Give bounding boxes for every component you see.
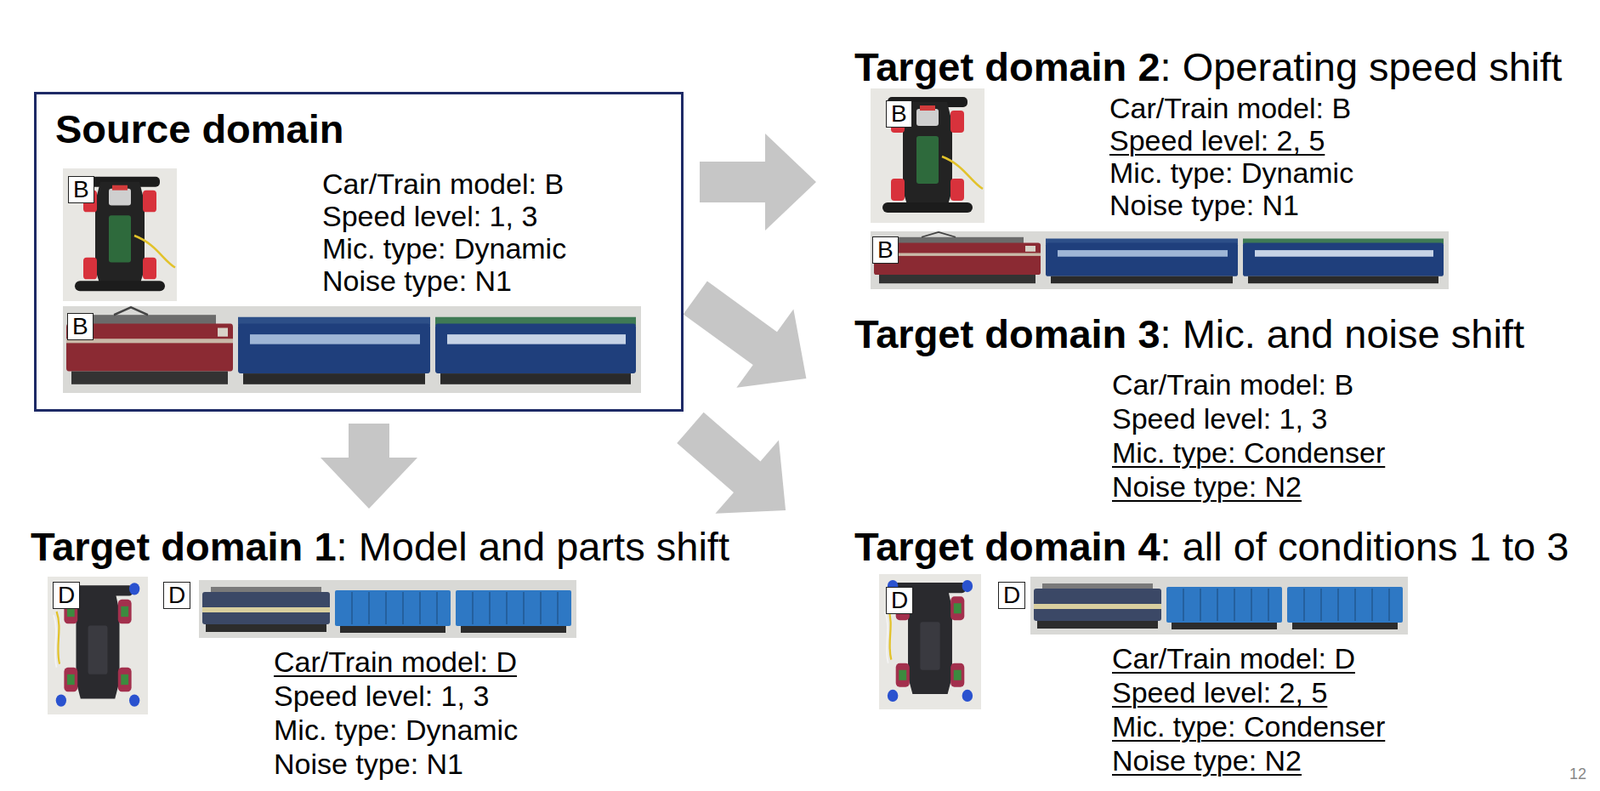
domain-subtitle: : Model and parts shift bbox=[336, 523, 730, 569]
domain-title: Target domain 4 bbox=[854, 523, 1161, 569]
title-line: Target domain 4: all of conditions 1 to … bbox=[854, 523, 1569, 570]
domain-group: Target domain 1: Model and parts shiftCa… bbox=[30, 510, 762, 788]
condition-text: Noise type: N1 bbox=[273, 746, 464, 781]
photo-tag: D bbox=[998, 581, 1026, 609]
condition-text: Speed level: 2, 5 bbox=[1109, 124, 1325, 157]
condition-text: Mic. type: Dynamic bbox=[273, 712, 518, 747]
car-photo bbox=[870, 88, 985, 223]
condition-text: Car/Train model: D bbox=[273, 644, 517, 679]
domain-title: Target domain 2 bbox=[854, 44, 1161, 90]
condition-text: Mic. type: Dynamic bbox=[322, 232, 567, 265]
condition-text: Mic. type: Dynamic bbox=[1109, 156, 1354, 189]
photo-tag: B bbox=[885, 100, 913, 128]
domain-group: Target domain 2: Operating speed shiftCa… bbox=[854, 40, 1597, 296]
block-arrow bbox=[676, 412, 786, 514]
domain-subtitle: : Mic. and noise shift bbox=[1160, 311, 1525, 357]
domain-title: Source domain bbox=[55, 106, 345, 152]
condition-text: Noise type: N2 bbox=[1112, 743, 1302, 778]
condition-text: Car/Train model: B bbox=[1112, 367, 1354, 402]
photo-tag: B bbox=[872, 236, 899, 264]
photo-tag: B bbox=[67, 312, 94, 341]
car-photo bbox=[47, 576, 148, 715]
block-arrow bbox=[699, 133, 817, 231]
condition-text: Noise type: N1 bbox=[322, 264, 512, 297]
domain-group: Target domain 3: Mic. and noise shiftCar… bbox=[854, 302, 1597, 509]
domain-box: Source domainCar/Train model: BSpeed lev… bbox=[34, 91, 684, 412]
condition-text: Noise type: N2 bbox=[1112, 469, 1302, 504]
photo-tag: B bbox=[68, 175, 95, 204]
condition-text: Speed level: 1, 3 bbox=[1112, 401, 1328, 436]
domain-group: Target domain 4: all of conditions 1 to … bbox=[854, 510, 1597, 788]
condition-text: Car/Train model: D bbox=[1112, 641, 1356, 676]
title-line: Target domain 2: Operating speed shift bbox=[854, 44, 1562, 91]
photo-tag: D bbox=[163, 581, 191, 609]
train-photo bbox=[1030, 576, 1408, 635]
condition-text: Speed level: 1, 3 bbox=[273, 678, 489, 713]
photo-tag: D bbox=[52, 581, 80, 609]
page-number: 12 bbox=[1569, 765, 1587, 783]
title-line: Target domain 3: Mic. and noise shift bbox=[854, 311, 1525, 358]
train-photo bbox=[198, 579, 577, 638]
block-arrow bbox=[683, 281, 807, 388]
condition-text: Noise type: N1 bbox=[1109, 188, 1300, 222]
condition-text: Speed level: 1, 3 bbox=[322, 199, 538, 233]
train-photo bbox=[62, 306, 642, 393]
block-arrow bbox=[320, 423, 418, 509]
title-line: Target domain 1: Model and parts shift bbox=[30, 523, 730, 570]
title-line: Source domain bbox=[55, 106, 345, 153]
condition-text: Car/Train model: B bbox=[322, 167, 564, 200]
photo-tag: D bbox=[885, 586, 914, 614]
condition-text: Mic. type: Condenser bbox=[1112, 709, 1385, 744]
condition-text: Speed level: 2, 5 bbox=[1112, 675, 1328, 710]
condition-text: Mic. type: Condenser bbox=[1112, 435, 1385, 470]
domain-title: Target domain 1 bbox=[30, 523, 337, 569]
car-photo bbox=[62, 168, 177, 301]
train-photo bbox=[870, 231, 1449, 290]
domain-subtitle: : all of conditions 1 to 3 bbox=[1160, 523, 1570, 569]
car-photo bbox=[879, 573, 982, 710]
domain-subtitle: : Operating speed shift bbox=[1160, 44, 1563, 90]
condition-text: Car/Train model: B bbox=[1109, 91, 1351, 125]
domain-title: Target domain 3 bbox=[854, 311, 1161, 357]
